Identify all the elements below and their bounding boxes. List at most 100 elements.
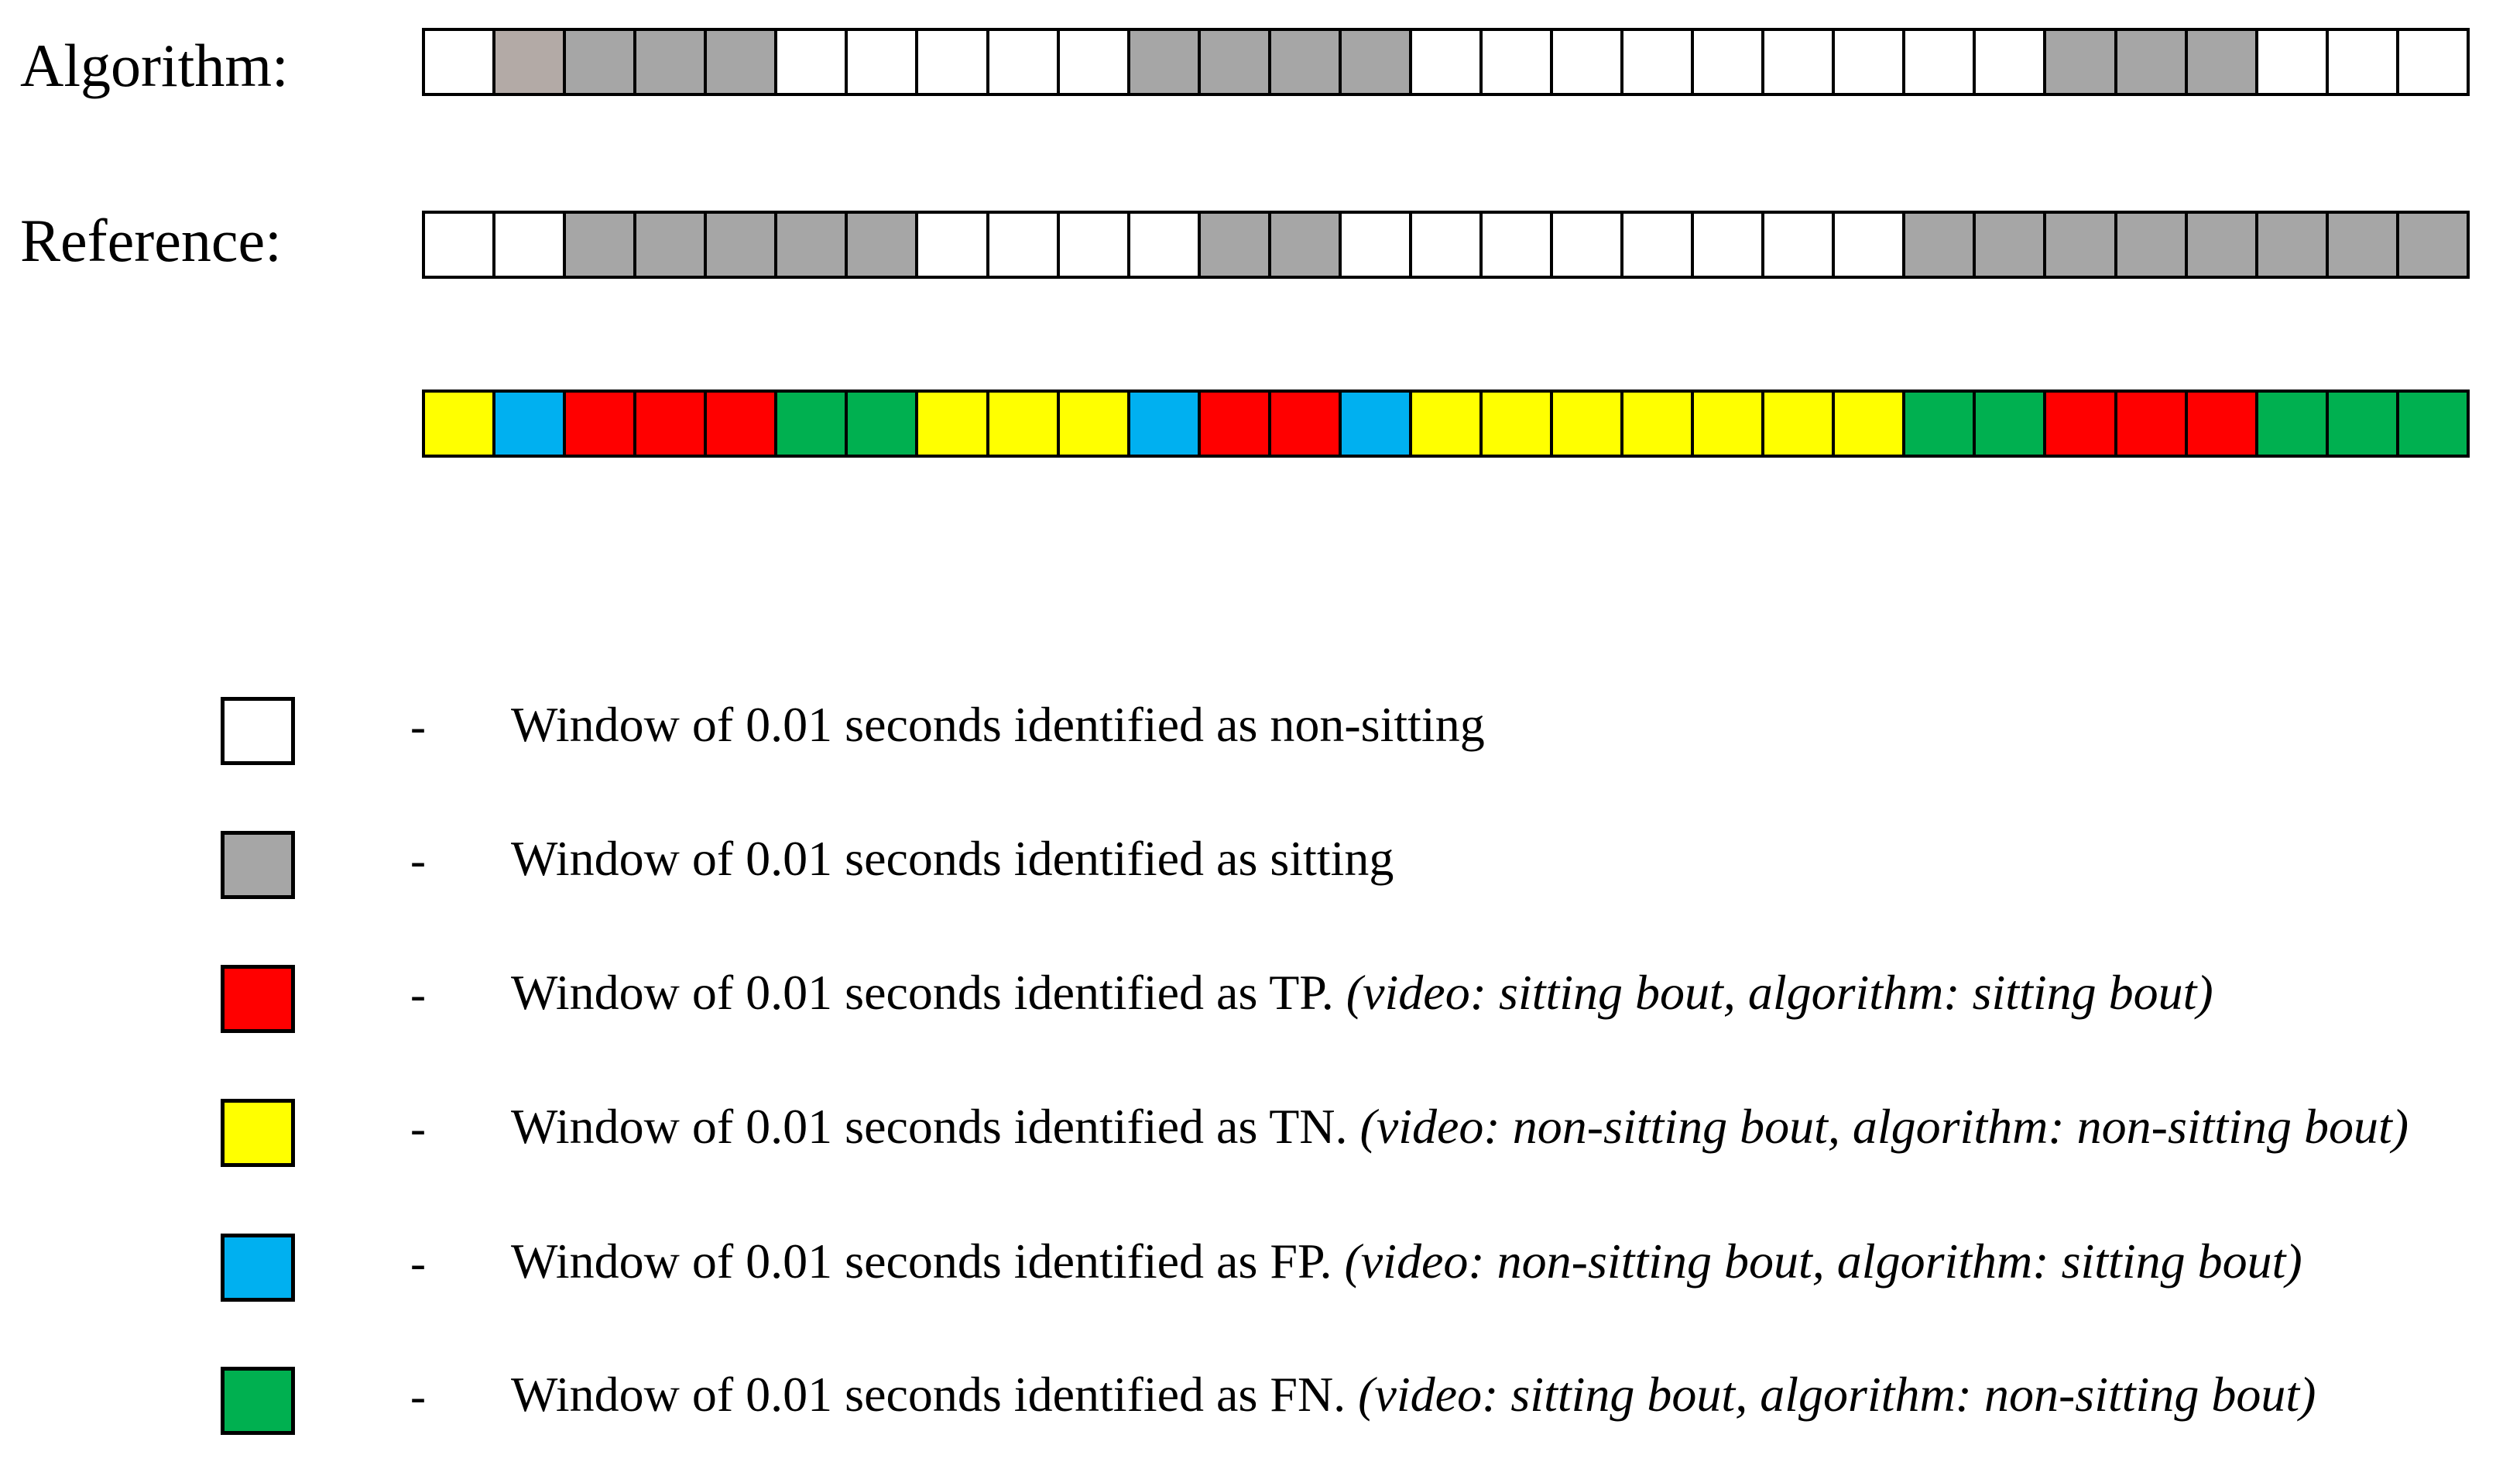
window-cell-tp — [704, 393, 775, 455]
window-cell-tp — [2114, 393, 2185, 455]
window-cell-tp — [1267, 393, 1339, 455]
window-cell-sitting — [2043, 214, 2114, 276]
window-cell-tn — [915, 393, 986, 455]
window-cell-tn — [1408, 393, 1479, 455]
window-cell-tn — [1620, 393, 1692, 455]
window-cell-sitting — [1197, 31, 1268, 93]
window-cell-tp — [1197, 393, 1268, 455]
legend-description: Window of 0.01 seconds identified as non… — [511, 697, 1485, 752]
window-cell-tp — [2043, 393, 2114, 455]
reference-window-strip — [422, 211, 2470, 279]
legend-dash: - — [410, 1371, 426, 1422]
window-cell-sitting — [1902, 214, 1973, 276]
window-cell-non-sitting — [986, 214, 1057, 276]
window-cell-tn — [1761, 393, 1833, 455]
legend-swatch-tn — [221, 1099, 295, 1167]
legend-text-fn: Window of 0.01 seconds identified as FN.… — [511, 1370, 2316, 1419]
window-cell-non-sitting — [1620, 214, 1692, 276]
window-cell-sitting — [845, 214, 916, 276]
window-cell-non-sitting — [1832, 214, 1903, 276]
window-cell-sitting — [704, 31, 775, 93]
legend-item-fp: - Window of 0.01 seconds identified as F… — [221, 1234, 2512, 1305]
window-cell-non-sitting — [1408, 214, 1479, 276]
window-cell-fn — [2325, 393, 2396, 455]
window-cell-non-sitting — [1550, 31, 1621, 93]
window-cell-tn — [1056, 393, 1127, 455]
legend-item-tn: - Window of 0.01 seconds identified as T… — [221, 1099, 2512, 1170]
window-cell-tp — [633, 393, 705, 455]
legend-swatch-sitting — [221, 831, 295, 899]
window-cell-non-sitting — [1479, 214, 1550, 276]
window-cell-fn — [1973, 393, 2044, 455]
window-cell-non-sitting — [845, 31, 916, 93]
legend-swatch-non-sitting — [221, 697, 295, 765]
legend-item-tp: - Window of 0.01 seconds identified as T… — [221, 965, 2512, 1036]
comparison-result-strip — [422, 390, 2470, 458]
window-cell-non-sitting — [2395, 31, 2467, 93]
window-cell-sitting — [774, 214, 845, 276]
legend-description: Window of 0.01 seconds identified as sit… — [511, 831, 1394, 886]
window-cell-non-sitting — [1126, 214, 1198, 276]
window-cell-non-sitting — [2325, 31, 2396, 93]
window-cell-non-sitting — [2254, 31, 2326, 93]
window-cell-fp — [1338, 393, 1409, 455]
window-cell-sitting — [2184, 214, 2255, 276]
window-cell-sitting — [633, 214, 705, 276]
window-cell-tn — [425, 393, 493, 455]
window-cell-non-sitting — [425, 31, 493, 93]
legend-dash: - — [410, 701, 426, 752]
legend-description: Window of 0.01 seconds identified as FP. — [511, 1234, 1332, 1289]
window-cell-tn — [1550, 393, 1621, 455]
window-cell-fn — [774, 393, 845, 455]
window-cell-sitting — [1267, 31, 1339, 93]
algorithm-row-label: Algorithm: — [20, 32, 289, 99]
legend-note: (video: non-sitting bout, algorithm: non… — [1359, 1099, 2409, 1154]
window-cell-fp — [492, 393, 564, 455]
legend-text-fp: Window of 0.01 seconds identified as FP.… — [511, 1237, 2302, 1286]
window-cell-non-sitting — [1408, 31, 1479, 93]
legend-text-non-sitting: Window of 0.01 seconds identified as non… — [511, 700, 1485, 750]
window-cell-non-sitting — [1973, 31, 2044, 93]
window-cell-non-sitting — [986, 31, 1057, 93]
legend-swatch-fn — [221, 1367, 295, 1435]
window-cell-tn — [986, 393, 1057, 455]
window-cell-tn — [1691, 393, 1762, 455]
window-cell-sitting — [2395, 214, 2467, 276]
window-cell-non-sitting — [1338, 214, 1409, 276]
window-cell-non-sitting — [492, 214, 564, 276]
window-cell-non-sitting — [1832, 31, 1903, 93]
legend-swatch-fp — [221, 1234, 295, 1302]
legend-note: (video: sitting bout, algorithm: sitting… — [1346, 965, 2213, 1020]
window-cell-sitting — [1973, 214, 2044, 276]
legend-swatch-tp — [221, 965, 295, 1033]
legend-text-tn: Window of 0.01 seconds identified as TN.… — [511, 1102, 2409, 1151]
window-cell-sitting — [2114, 31, 2185, 93]
legend-description: Window of 0.01 seconds identified as FN. — [511, 1367, 1346, 1422]
window-cell-sitting — [2184, 31, 2255, 93]
window-cell-sitting — [563, 31, 634, 93]
legend-dash: - — [410, 1103, 426, 1154]
window-cell-sitting — [492, 31, 564, 93]
window-cell-non-sitting — [1620, 31, 1692, 93]
legend-dash: - — [410, 835, 426, 886]
window-cell-non-sitting — [1056, 31, 1127, 93]
legend-text-sitting: Window of 0.01 seconds identified as sit… — [511, 834, 1394, 884]
window-cell-sitting — [633, 31, 705, 93]
window-cell-sitting — [1267, 214, 1339, 276]
legend-text-tp: Window of 0.01 seconds identified as TP.… — [511, 968, 2213, 1018]
window-cell-fn — [845, 393, 916, 455]
window-cell-sitting — [1338, 31, 1409, 93]
window-cell-non-sitting — [774, 31, 845, 93]
window-cell-sitting — [563, 214, 634, 276]
window-cell-non-sitting — [1761, 214, 1833, 276]
window-cell-non-sitting — [1761, 31, 1833, 93]
window-cell-non-sitting — [1479, 31, 1550, 93]
window-cell-non-sitting — [1056, 214, 1127, 276]
window-cell-fp — [1126, 393, 1198, 455]
window-cell-non-sitting — [425, 214, 493, 276]
window-cell-sitting — [2043, 31, 2114, 93]
window-cell-sitting — [2325, 214, 2396, 276]
legend-item-non-sitting: - Window of 0.01 seconds identified as n… — [221, 697, 2512, 768]
legend-description: Window of 0.01 seconds identified as TP. — [511, 965, 1334, 1020]
legend-description: Window of 0.01 seconds identified as TN. — [511, 1099, 1348, 1154]
